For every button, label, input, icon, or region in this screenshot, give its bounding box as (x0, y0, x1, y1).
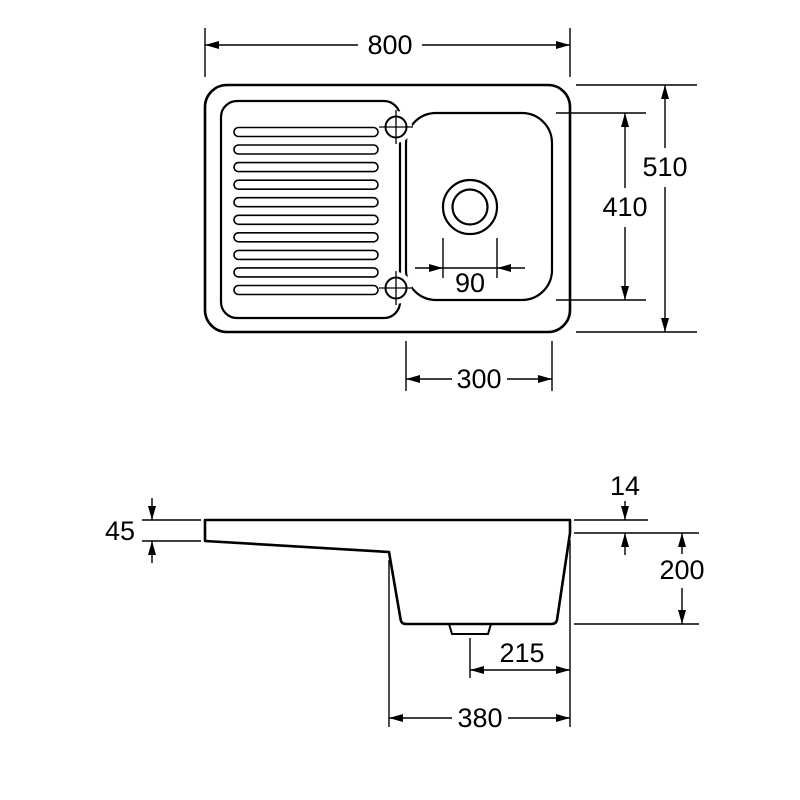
dim-label-bowl-depth: 200 (659, 555, 704, 585)
drainboard-rib (233, 161, 379, 173)
drain-outer-circle (441, 178, 499, 236)
drainboard-rib (233, 179, 379, 190)
drainboard-rib (233, 196, 379, 208)
dim-front-height: 45 (105, 498, 201, 563)
drain-inner-circle (451, 188, 489, 226)
dim-drain-to-edge: 215 (470, 540, 571, 727)
sink-profile-outline (203, 518, 572, 626)
dim-label-drain-width: 90 (455, 268, 485, 298)
dim-overall-width: 800 (204, 28, 571, 77)
drain (441, 178, 499, 236)
dim-bowl-outer-width: 380 (388, 560, 570, 733)
dim-label-overall-width: 800 (367, 30, 412, 60)
drainboard-rib (233, 126, 379, 138)
dim-label-basin-inner-depth: 410 (602, 192, 647, 222)
drainboard-rib (233, 144, 379, 155)
dim-basin-inner-depth: 410 (556, 112, 648, 301)
dim-label-bowl-outer-width: 380 (457, 703, 502, 733)
drain-stub (448, 623, 492, 635)
dim-rim-thickness: 14 (574, 471, 648, 555)
dim-label-basin-width: 300 (456, 364, 501, 394)
dim-label-front-height: 45 (105, 516, 135, 546)
dim-label-rim-thickness: 14 (610, 471, 640, 501)
drainboard-ribs (233, 126, 379, 296)
drainboard-rib (233, 267, 379, 278)
dim-basin-width: 300 (405, 341, 553, 394)
drainboard-rib (233, 284, 379, 296)
tap-hole-marker-bottom (379, 271, 413, 305)
dim-drain-width: 90 (415, 238, 525, 298)
basin-contour (404, 111, 554, 302)
top-view: 800 510 410 90 (203, 28, 697, 394)
dim-bowl-depth: 200 (574, 532, 705, 625)
drainboard-rib (233, 249, 379, 261)
dim-label-drain-to-edge: 215 (499, 638, 544, 668)
drainboard-contour (219, 99, 402, 320)
side-view: 45 14 200 215 380 (105, 471, 705, 733)
drainboard-rib (233, 214, 379, 226)
dim-label-overall-depth: 510 (642, 152, 687, 182)
drainboard-rib (233, 232, 379, 243)
tap-hole-marker-top (379, 110, 413, 144)
dim-overall-depth: 510 (576, 84, 697, 333)
